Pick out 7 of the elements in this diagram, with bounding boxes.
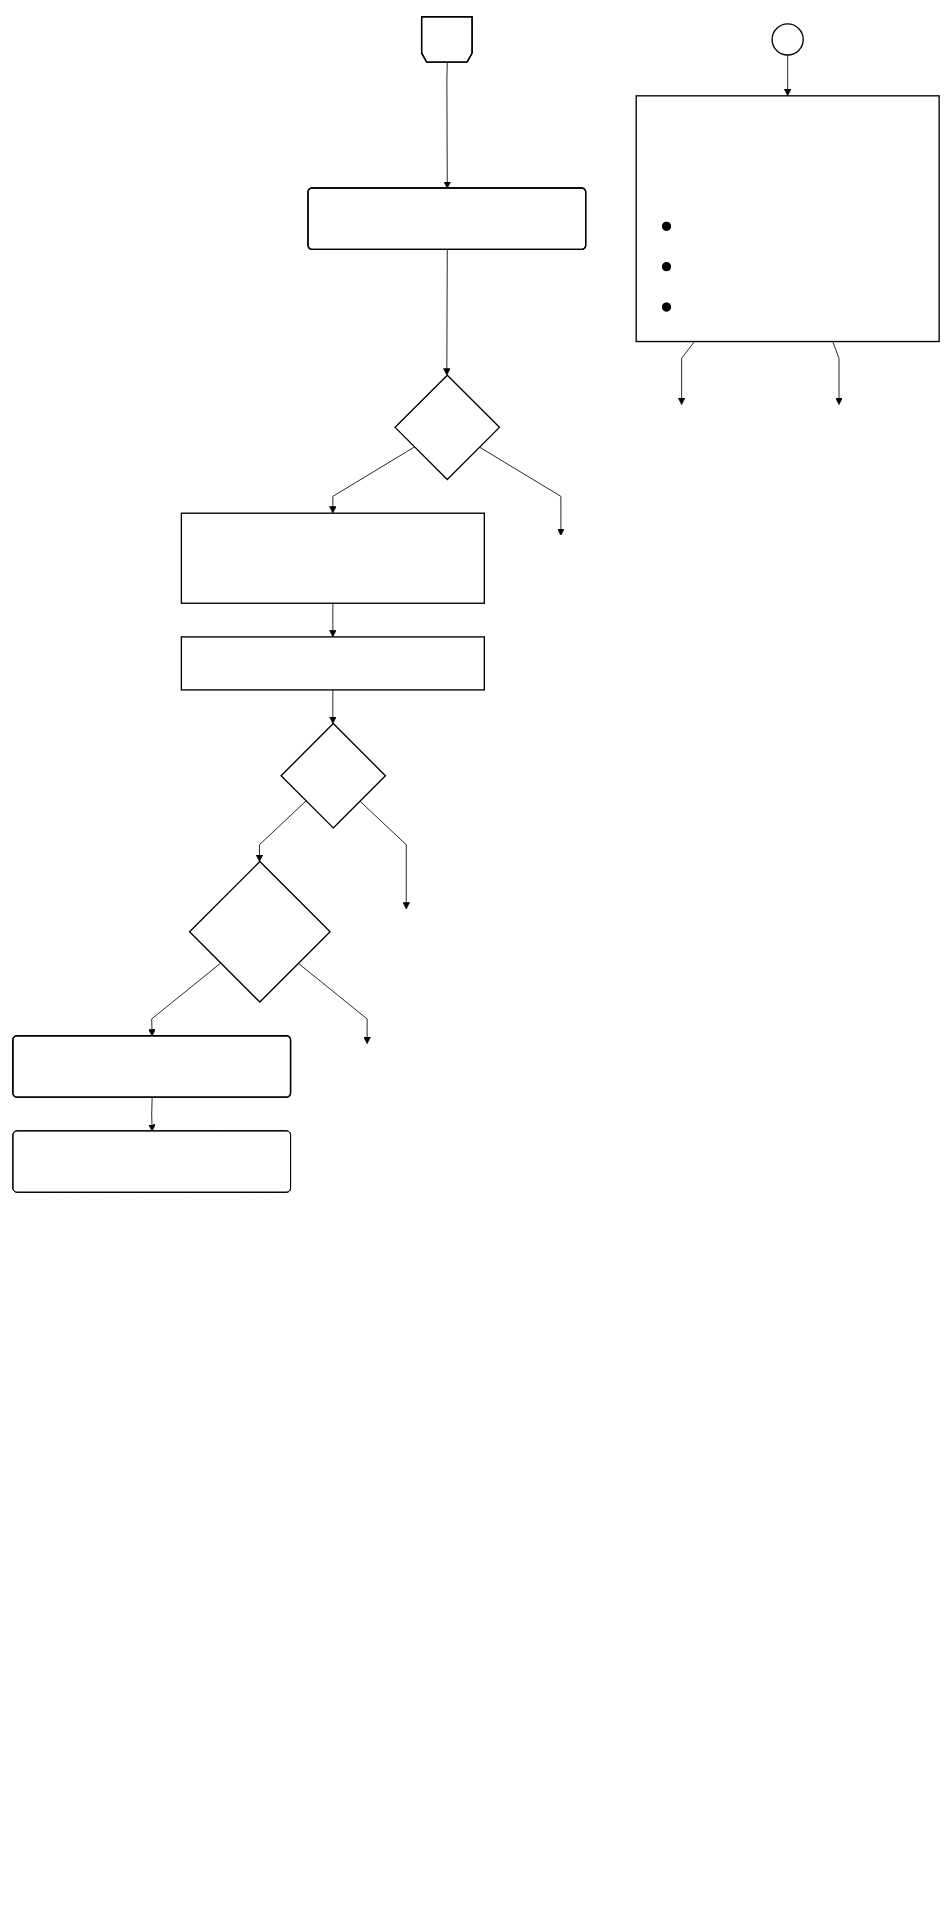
node-box bbox=[180, 636, 485, 691]
node-diamond bbox=[280, 722, 387, 829]
node-circle bbox=[771, 23, 804, 56]
node-diamond bbox=[188, 860, 332, 1004]
node-diamond bbox=[394, 374, 501, 481]
node-box bbox=[180, 512, 485, 604]
node-box bbox=[635, 95, 940, 343]
